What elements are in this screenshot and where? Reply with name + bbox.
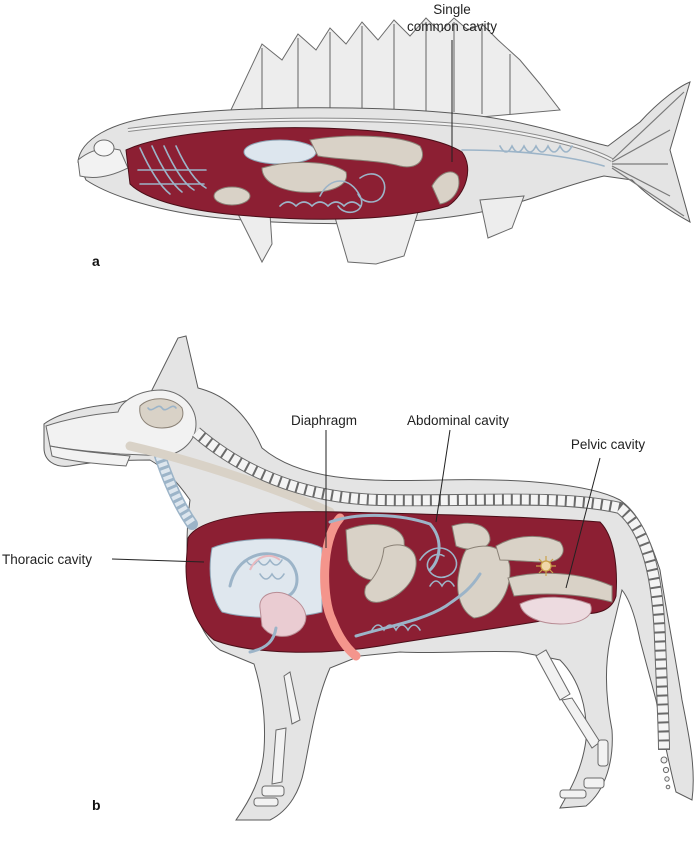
fish-stomach <box>261 161 347 193</box>
single-cavity-label-line2: common cavity <box>407 19 497 34</box>
dog-anus-sphincter <box>536 556 556 576</box>
dog-brain <box>139 398 184 429</box>
fish-intestine <box>309 135 423 168</box>
fish-swim-bladder <box>243 139 317 165</box>
panel-b-letter: b <box>92 797 101 813</box>
fish-heart <box>213 186 251 206</box>
panel-a-letter: a <box>92 253 100 269</box>
fish-gills <box>137 145 207 195</box>
dog-rectum <box>507 572 613 603</box>
thoracic-leader <box>111 558 205 563</box>
abdominal-leader <box>435 429 451 523</box>
dog-bladder <box>519 596 592 625</box>
fish-gonad <box>431 171 460 205</box>
pelvic-cavity-label: Pelvic cavity <box>571 437 646 452</box>
dog-spleen <box>451 522 491 550</box>
fish-pectoral-fin <box>479 195 525 239</box>
dog-diaphragm <box>320 513 361 661</box>
fish-illustration <box>77 17 691 265</box>
single-cavity-label-line1: Single <box>433 2 471 17</box>
dog-kidney <box>495 535 564 563</box>
thoracic-cavity-label: Thoracic cavity <box>2 552 92 567</box>
fish-dorsal-fin <box>229 17 561 119</box>
dog-abdominal-vessels <box>328 513 482 638</box>
abdominal-cavity-label: Abdominal cavity <box>407 413 509 428</box>
dog-illustration <box>43 335 694 821</box>
fish-eye <box>93 139 115 157</box>
fish-anal-fin <box>333 211 419 265</box>
dog-trachea <box>154 450 198 530</box>
dog-forelimb-bones <box>271 671 301 785</box>
pelvic-leader <box>565 457 601 589</box>
fish-pelvic-fin <box>235 209 273 264</box>
dog-pulmonary-vessels <box>228 552 299 598</box>
dog-stomach <box>364 544 417 603</box>
diaphragm-label: Diaphragm <box>291 413 357 428</box>
dog-esophagus <box>125 441 335 517</box>
